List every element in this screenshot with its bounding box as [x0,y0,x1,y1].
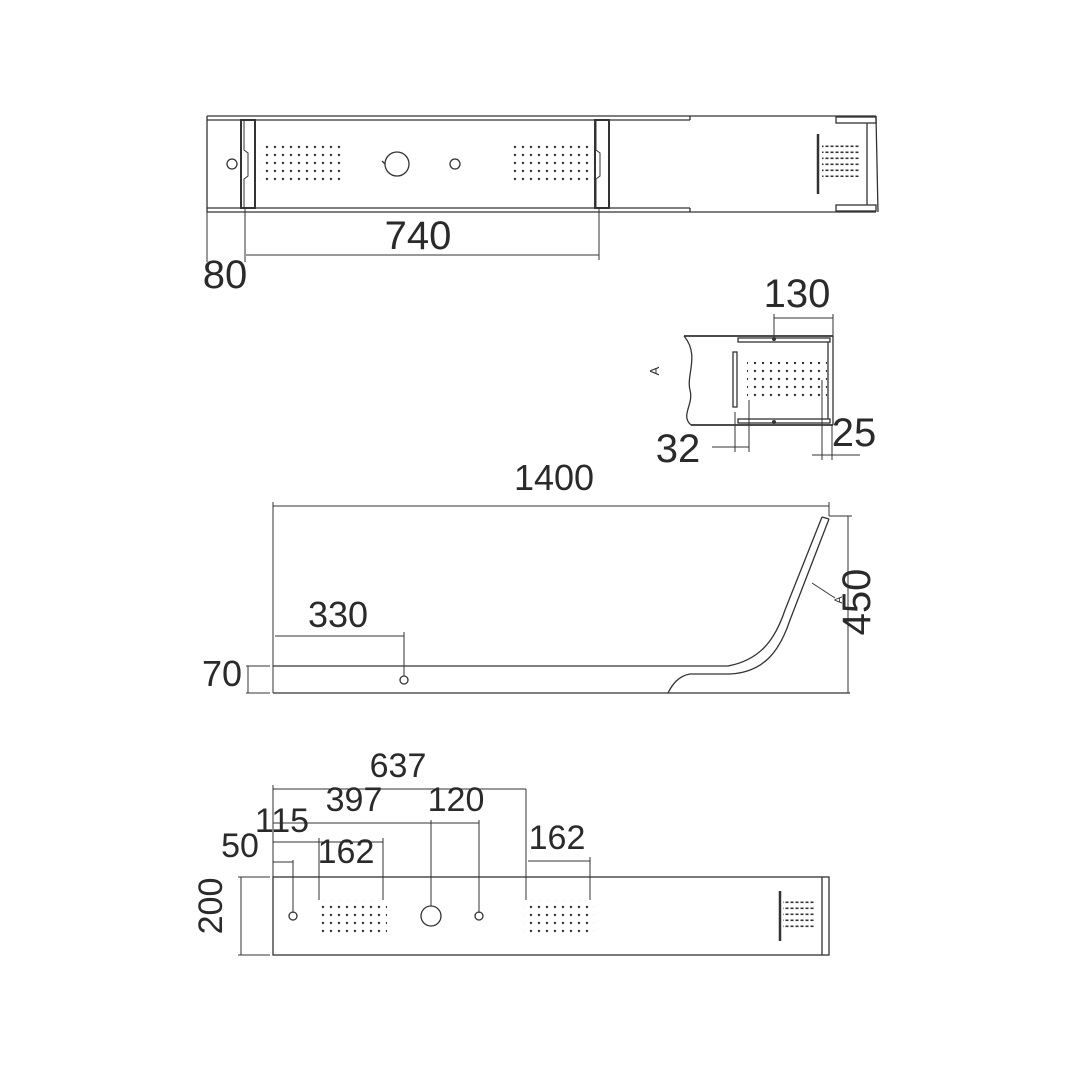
side-view [246,502,852,694]
view-marker-a-detail: A [647,366,662,375]
jet-grid-detail [747,362,827,400]
dim-1400: 1400 [514,457,594,498]
top-view [206,115,879,262]
dim-70: 70 [202,653,242,694]
dim-162-left: 162 [318,833,375,871]
jet-grid-front-right [524,900,594,934]
dim-450: 450 [835,569,879,636]
dim-330: 330 [308,594,368,635]
fixing-point-top [772,337,776,341]
dim-200: 200 [192,878,230,935]
dim-25: 25 [832,411,877,455]
dim-115: 115 [255,802,309,840]
shower-head-grid-front [783,898,815,930]
dim-120: 120 [428,781,485,819]
dim-162-right: 162 [529,819,586,857]
fixing-point-bottom [772,420,776,424]
front-view [238,785,830,956]
dim-397: 397 [326,781,383,819]
dim-740: 740 [385,214,452,258]
view-marker-a-side: A [833,596,845,604]
jet-grid-front-left [317,900,387,934]
dim-32: 32 [656,427,701,471]
jet-grid-top-right [510,144,594,184]
jet-grid-top-left [260,144,344,184]
dim-80: 80 [203,253,248,297]
dim-130: 130 [764,272,831,316]
dim-637: 637 [370,747,427,785]
dim-50: 50 [221,827,259,865]
shower-head-grid-top [822,143,860,177]
